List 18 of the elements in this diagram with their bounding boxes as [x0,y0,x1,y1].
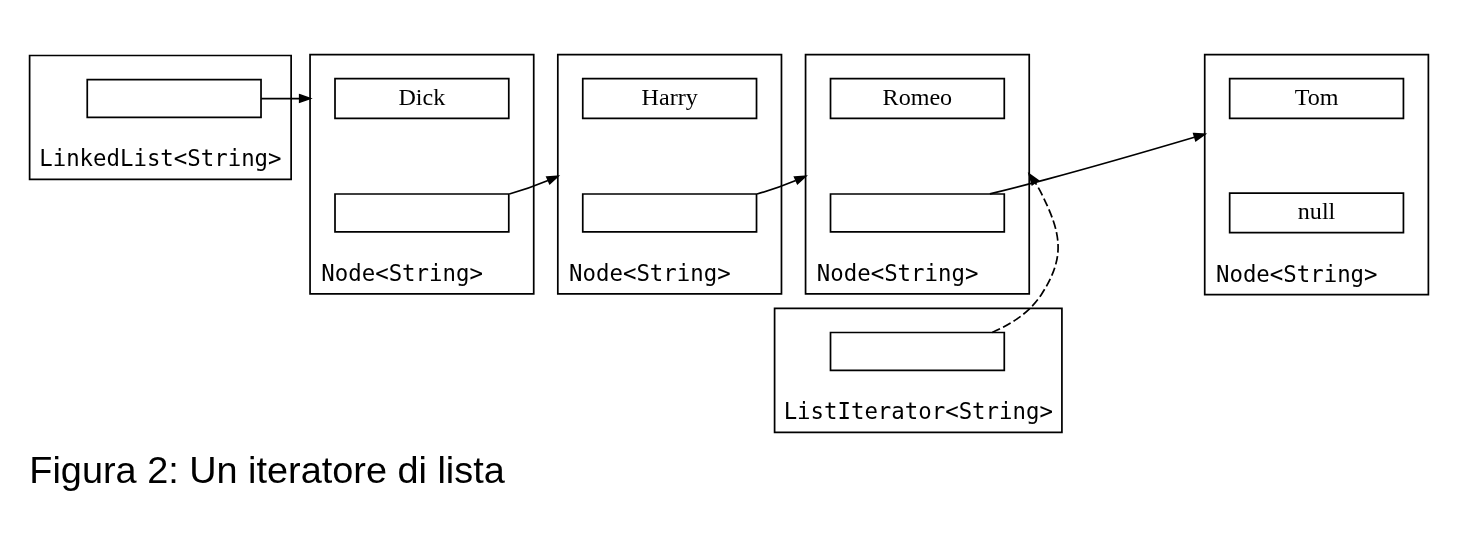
node-box: Tom [1228,77,1405,120]
arrow [756,175,808,195]
node-box [581,193,758,233]
caption: Figura 2: Un iteratore di lista [29,449,505,492]
arrow [989,132,1208,195]
node-box [86,78,262,119]
arrow [260,93,313,104]
cluster: ListIterator<String> [773,307,1063,434]
node-box: Dick [334,77,510,120]
arrow [991,172,1059,334]
node-box [334,193,510,233]
node-box [829,331,1006,372]
node-box: Harry [581,77,758,120]
arrow [508,175,561,195]
node-box: Romeo [829,77,1006,120]
node-box [829,193,1006,233]
cluster: LinkedList<String> [28,54,292,181]
node-box: null [1228,192,1405,234]
